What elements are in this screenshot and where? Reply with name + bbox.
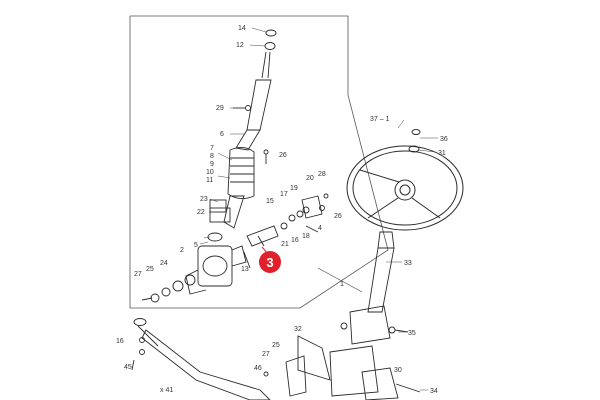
part-label-24: 24 [160,260,168,267]
part-label-16-lower: 16 [116,338,124,345]
part-label-20: 20 [306,175,314,182]
part-label-13: 13 [241,266,249,273]
part-label-27-lower: 27 [262,351,270,358]
part-label-9: 9 [210,161,214,168]
part-label-10: 10 [206,169,214,176]
part-label-45: 45 [124,364,132,371]
leader-lines [199,27,438,391]
part-label-17: 17 [280,191,288,198]
callout-number: 3 [266,255,273,270]
drag-link [131,318,271,400]
part-label-12: 12 [236,42,244,49]
part-label-18: 18 [302,233,310,240]
inset-frame [129,15,389,309]
part-label-19: 19 [290,185,298,192]
part-label-4: 4 [318,225,322,232]
steering-column-upper [209,29,277,229]
callout-badge [259,251,281,273]
steering-column-lower [285,231,421,400]
steering-gear-box [141,193,329,303]
part-label-32: 32 [294,326,302,333]
part-label-27-inset: 27 [134,271,142,278]
part-label-26-lower: 26 [334,213,342,220]
part-label-26-upper: 26 [279,152,287,159]
part-label-25-lower: 25 [272,342,280,349]
part-label-25-inset: 25 [146,266,154,273]
part-labels: 14 12 29 6 7 8 9 10 11 26 23 22 5 2 27 2… [116,25,448,395]
part-label-5: 5 [194,242,198,249]
part-label-28: 28 [318,171,326,178]
part-label-22: 22 [197,209,205,216]
part-label-46: 46 [254,365,262,372]
part-label-30: 30 [394,367,402,374]
part-label-6: 6 [220,131,224,138]
part-label-7: 7 [210,145,214,152]
part-label-11: 11 [206,177,213,184]
part-label-16: 16 [291,237,299,244]
part-label-14: 14 [238,25,246,32]
part-label-29: 29 [216,105,224,112]
part-label-37-1: 37 – 1 [370,116,390,123]
part-label-36: 36 [440,136,448,143]
part-label-23: 23 [200,196,208,203]
part-label-35: 35 [408,330,416,337]
part-label-34: 34 [430,388,438,395]
inset-leader-line [317,267,363,293]
part-label-x41: x 41 [160,387,173,394]
part-label-1: 1 [340,281,344,288]
part-label-15: 15 [266,198,274,205]
part-label-31: 31 [438,150,446,157]
part-label-8: 8 [210,153,214,160]
part-label-33: 33 [404,260,412,267]
steering-wheel [346,129,464,231]
part-label-21: 21 [281,241,289,248]
part-label-2: 2 [180,247,184,254]
